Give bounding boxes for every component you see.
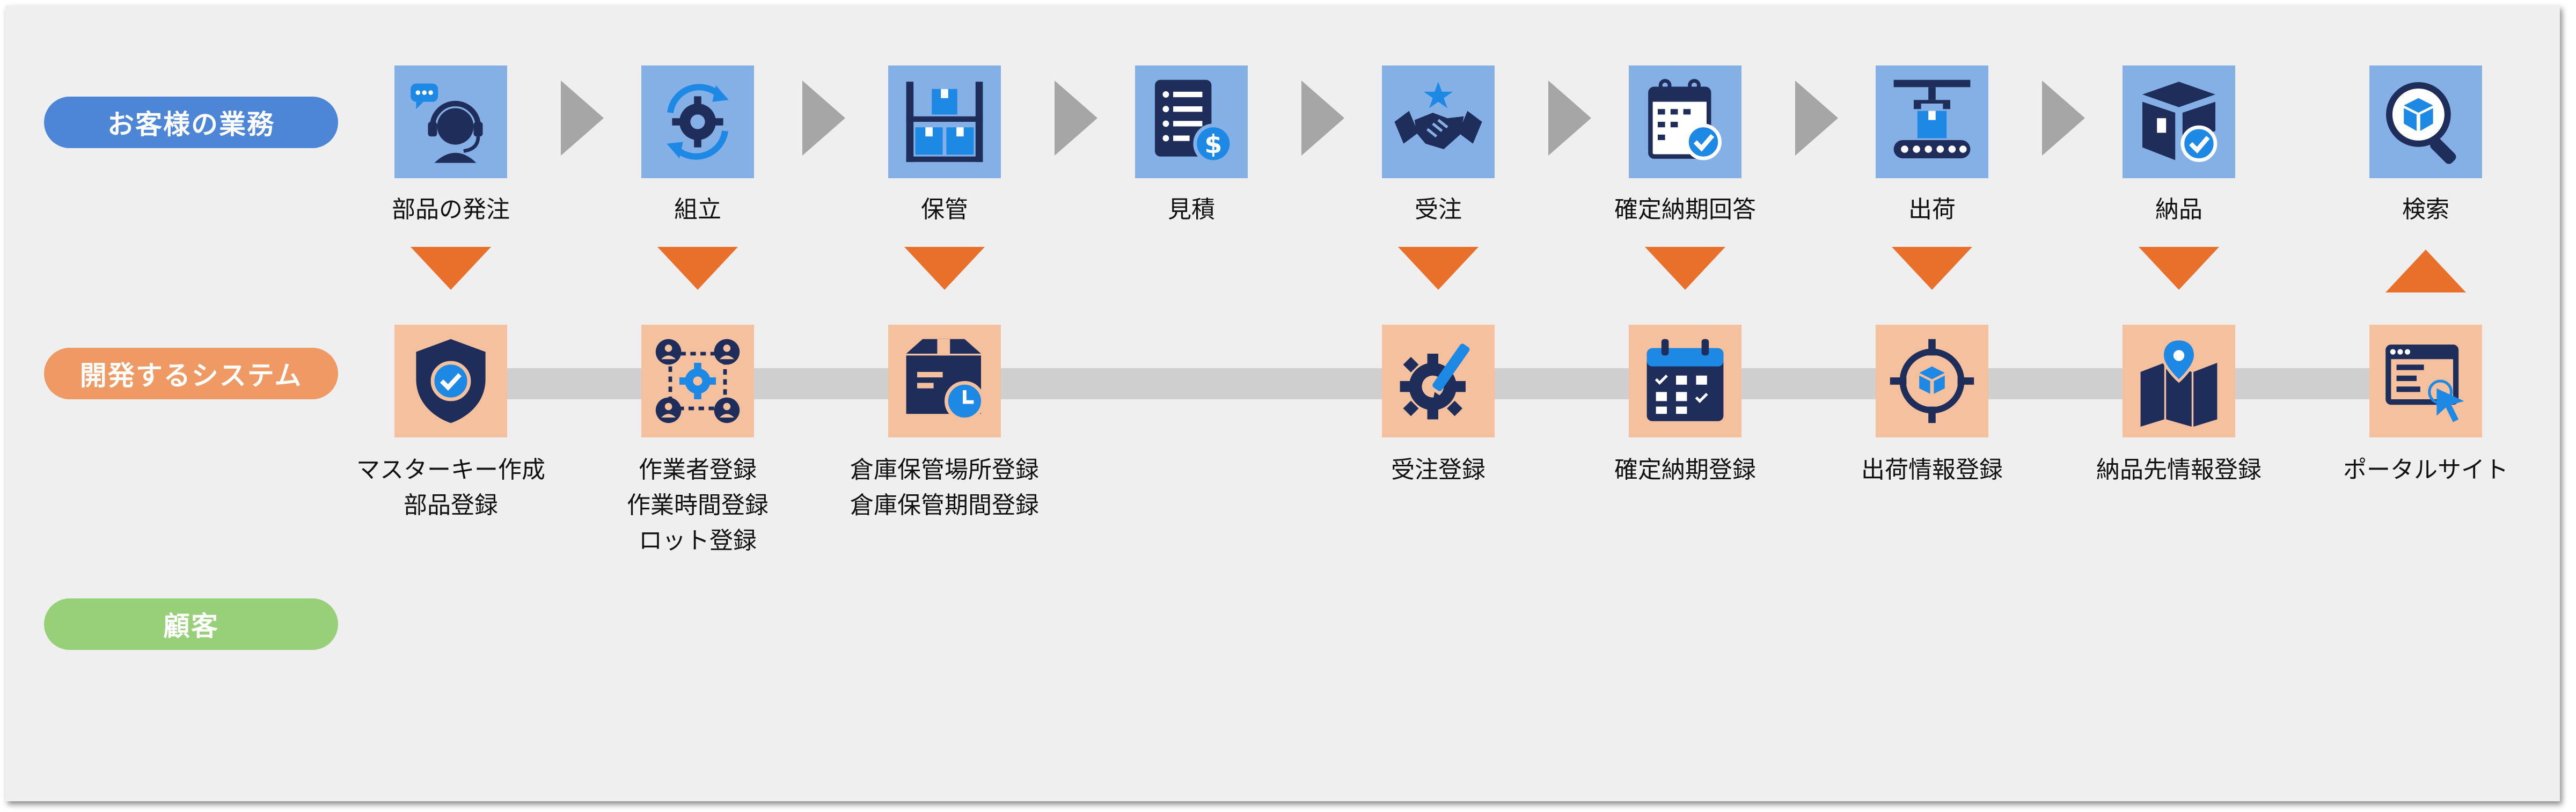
system-label-line: 作業者登録 <box>639 456 757 484</box>
system-label-line: ポータルサイト <box>2343 456 2508 484</box>
target-cube-icon <box>1890 339 1974 423</box>
system-tile-delivery-destination <box>2123 325 2235 437</box>
business-tile-storage <box>888 65 1001 178</box>
business-tile-order-received <box>1382 65 1495 178</box>
arrow-up-icon <box>2385 250 2466 292</box>
business-label: 検索 <box>2402 196 2449 223</box>
system-tile-portal <box>2369 325 2482 437</box>
business-tile-estimate: $ <box>1135 65 1248 178</box>
system-label: 受注登録 <box>1326 452 1551 488</box>
flow-chevron-icon <box>1055 81 1097 156</box>
arrow-down-icon <box>904 247 985 290</box>
flow-chevron-icon <box>561 81 604 156</box>
svg-text:$: $ <box>1204 130 1222 159</box>
process-flow-panel: お客様の業務 開発するシステム 顧客 <box>5 5 2560 801</box>
headset-operator-icon <box>411 83 483 163</box>
system-label: 納品先情報登録 <box>2066 452 2292 488</box>
system-label: 作業者登録 作業時間登録 ロット登録 <box>585 452 810 559</box>
quote-document-icon: $ <box>1155 79 1234 164</box>
system-tile-delivery-date <box>1629 325 1741 437</box>
business-label: 受注 <box>1415 196 1462 223</box>
business-label: 確定納期回答 <box>1614 196 1756 223</box>
system-label-line: 納品先情報登録 <box>2096 456 2262 484</box>
system-label-line: マスターキー作成 <box>356 456 545 484</box>
calendar-grid-icon <box>1646 339 1724 421</box>
gear-cycle-icon <box>667 84 729 160</box>
arrow-down-icon <box>411 247 491 290</box>
map-pin-icon <box>2140 338 2218 427</box>
conveyor-icon <box>1893 79 1971 158</box>
business-tile-confirm-delivery-date <box>1629 65 1741 178</box>
arrow-down-icon <box>1645 247 1725 290</box>
system-label-line: 倉庫保管期間登録 <box>850 492 1039 519</box>
arrow-down-icon <box>2139 247 2219 290</box>
magnifier-cube-icon <box>2386 82 2456 164</box>
system-tile-worker <box>641 325 754 437</box>
flow-chevron-icon <box>1301 81 1344 156</box>
business-tile-assembly <box>641 65 754 178</box>
team-gear-icon <box>655 339 740 423</box>
business-tile-delivery <box>2123 65 2235 178</box>
lane-label-system-dev: 開発するシステム <box>44 348 338 399</box>
arrow-down-icon <box>1398 247 1479 290</box>
handshake-icon <box>1394 82 1482 149</box>
system-tile-order-registration <box>1382 325 1495 437</box>
system-tile-warehouse <box>888 325 1001 437</box>
system-label: ポータルサイト <box>2313 452 2538 488</box>
system-label-line: 受注登録 <box>1391 456 1485 484</box>
business-label: 保管 <box>921 196 968 223</box>
business-tile-order-parts <box>394 65 507 178</box>
system-label-line: 出荷情報登録 <box>1861 456 2003 484</box>
box-clock-icon <box>906 339 985 421</box>
lane-label-customer: 顧客 <box>44 598 338 650</box>
system-tile-master-key <box>394 325 507 437</box>
system-label-line: ロット登録 <box>639 527 757 554</box>
system-label-line: 部品登録 <box>404 492 498 519</box>
calendar-check-icon <box>1648 79 1722 160</box>
arrow-down-icon <box>1892 247 1972 290</box>
business-label: 部品の発注 <box>392 196 510 223</box>
browser-cursor-icon <box>2385 345 2464 422</box>
lane-label-customer-business: お客様の業務 <box>44 97 338 148</box>
system-tile-shipping-info <box>1876 325 1988 437</box>
business-label: 納品 <box>2155 196 2202 223</box>
system-label-line: 作業時間登録 <box>627 492 769 519</box>
arrow-down-icon <box>657 247 738 290</box>
shield-check-icon <box>416 339 486 423</box>
flow-chevron-icon <box>802 81 845 156</box>
business-label: 見積 <box>1168 196 1215 223</box>
flow-chevron-icon <box>2042 81 2085 156</box>
system-label: 出荷情報登録 <box>1819 452 2045 488</box>
business-label: 組立 <box>674 196 721 223</box>
business-label: 出荷 <box>1908 196 1956 223</box>
box-check-icon <box>2142 82 2218 162</box>
system-label-line: 倉庫保管場所登録 <box>850 456 1039 484</box>
system-label-line: 確定納期登録 <box>1614 456 1756 484</box>
system-label: 確定納期登録 <box>1572 452 1798 488</box>
business-tile-shipping <box>1876 65 1988 178</box>
warehouse-shelf-icon <box>906 82 983 162</box>
flow-chevron-icon <box>1795 81 1838 156</box>
gear-pen-icon <box>1400 343 1470 420</box>
system-label: マスターキー作成 部品登録 <box>338 452 564 523</box>
business-tile-search <box>2369 65 2482 178</box>
system-label: 倉庫保管場所登録 倉庫保管期間登録 <box>832 452 1057 523</box>
flow-chevron-icon <box>1548 81 1591 156</box>
